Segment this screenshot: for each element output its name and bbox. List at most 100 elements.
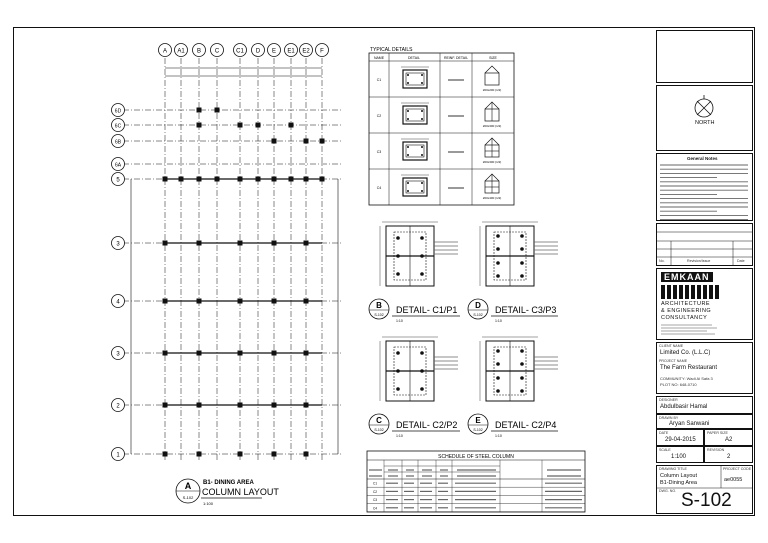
column-marker [255,122,261,128]
column-marker [237,176,243,182]
svg-text:E: E [272,49,276,55]
rev-header-issue: Revision/Issue [687,259,711,263]
column-marker [271,298,277,304]
svg-text:C3: C3 [377,150,382,154]
anchor-bolt-icon [420,254,424,258]
schedule-row: C4 [373,506,582,510]
grid-bubble-row: 4 [111,294,125,308]
anchor-bolt-icon [520,261,524,265]
column-marker [255,176,261,182]
svg-text:C1: C1 [236,49,244,55]
column-marker [162,298,168,304]
anchor-bolt-icon [520,274,524,278]
tb-general-notes: General Notes [656,153,753,221]
drawing-title-2: B1-Dining Area [660,480,697,486]
column-marker [271,402,277,408]
tb-blank-top [656,30,753,83]
grid-bubble-col: E [267,43,281,57]
north-label: NORTH [695,120,715,126]
column-marker [303,138,309,144]
column-marker [237,350,243,356]
anchor-bolt-icon [496,389,500,393]
column-marker [162,402,168,408]
svg-text:C1: C1 [377,78,382,82]
grid-bubble-row: 2 [111,398,125,412]
anchor-bolt-icon [496,274,500,278]
typical-detail-row: C3 200x300 (1/2) [377,137,502,164]
column-marker [237,122,243,128]
column-marker [303,240,309,246]
svg-text:C4: C4 [373,506,377,510]
paper-size: A2 [725,437,733,443]
logo-line-1: ARCHITECTURE [661,301,711,307]
logo-line-2: & ENGINEERING [661,308,712,314]
svg-text:C2: C2 [377,114,382,118]
typical-details-title: TYPICAL DETAILS [370,47,413,53]
column-marker [214,107,220,113]
plan-tag-letter: A [185,481,192,491]
svg-text:B: B [197,49,201,55]
svg-text:C1: C1 [373,482,377,486]
scale-value: 1:100 [671,454,687,460]
base-plate-drawing [479,336,558,402]
tb-drawing-title: DRAWING TITLE PROJECT CODE Column Layout… [656,465,753,514]
grid-bubble-row: 6A [111,157,125,171]
grid-bubble-col: E2 [299,43,313,57]
anchor-bolt-icon [496,376,500,380]
anchor-bolt-icon [520,362,524,366]
grid-bubble-row: 3 [111,346,125,360]
rev-header-date: Date [737,259,745,263]
column-marker [196,122,202,128]
tb-revision: REVISION 2 [704,446,753,463]
td-header-detail: DETAIL [408,56,420,60]
tb-revisions: No. Revision/Issue Date [656,223,753,266]
column-marker [178,176,184,182]
detail-title-e: DETAIL- C2/P4 [495,420,556,430]
anchor-bolt-icon [496,261,500,265]
svg-text:1:10: 1:10 [495,434,502,438]
client-name: Limited Co. (L.L.C) [660,350,711,356]
svg-text:5: 5 [116,177,120,183]
svg-text:F: F [320,49,324,55]
column-marker [214,176,220,182]
column-marker [303,298,309,304]
anchor-bolt-icon [496,349,500,353]
detail-tag-d: D S-102 DETAIL- C3/P3 1:10 [467,298,558,323]
svg-text:C3: C3 [373,498,377,502]
detail-tag-b: B S-102 DETAIL- C1/P1 1:10 [368,298,460,323]
svg-text:200x300 (1/2): 200x300 (1/2) [483,160,502,164]
anchor-bolt-icon [396,369,400,373]
svg-text:C: C [376,416,382,425]
svg-text:E: E [475,416,481,425]
svg-text:1:10: 1:10 [495,319,502,323]
notes-title: General Notes [687,156,718,161]
td-header-reinf: REINF. DETAIL [444,56,468,60]
column-marker [271,240,277,246]
grid-bubble-row: 5 [111,172,125,186]
tb-client-project: CLIENT NAME Limited Co. (L.L.C) PROJECT … [656,342,753,394]
svg-text:6C: 6C [115,123,122,129]
detail-tag-c: C S-102 DETAIL- C2/P2 1:10 [368,413,460,438]
column-marker [288,122,294,128]
svg-text:A1: A1 [177,49,185,55]
grid-bubble-col: A [158,43,172,57]
svg-text:6B: 6B [115,139,122,145]
designer-name: Abdulbasir Hamal [660,404,708,410]
drawn-by-name: Aryan Sanwani [669,421,710,427]
column-marker [303,176,309,182]
anchor-bolt-icon [520,247,524,251]
tb-north: NORTH [656,85,753,151]
svg-text:A: A [163,49,167,55]
svg-text:1:10: 1:10 [396,434,403,438]
column-marker [303,451,309,457]
plot-no: PLOT NO: 648-0710 [660,382,697,387]
svg-text:S-102: S-102 [473,313,482,317]
column-marker [271,350,277,356]
